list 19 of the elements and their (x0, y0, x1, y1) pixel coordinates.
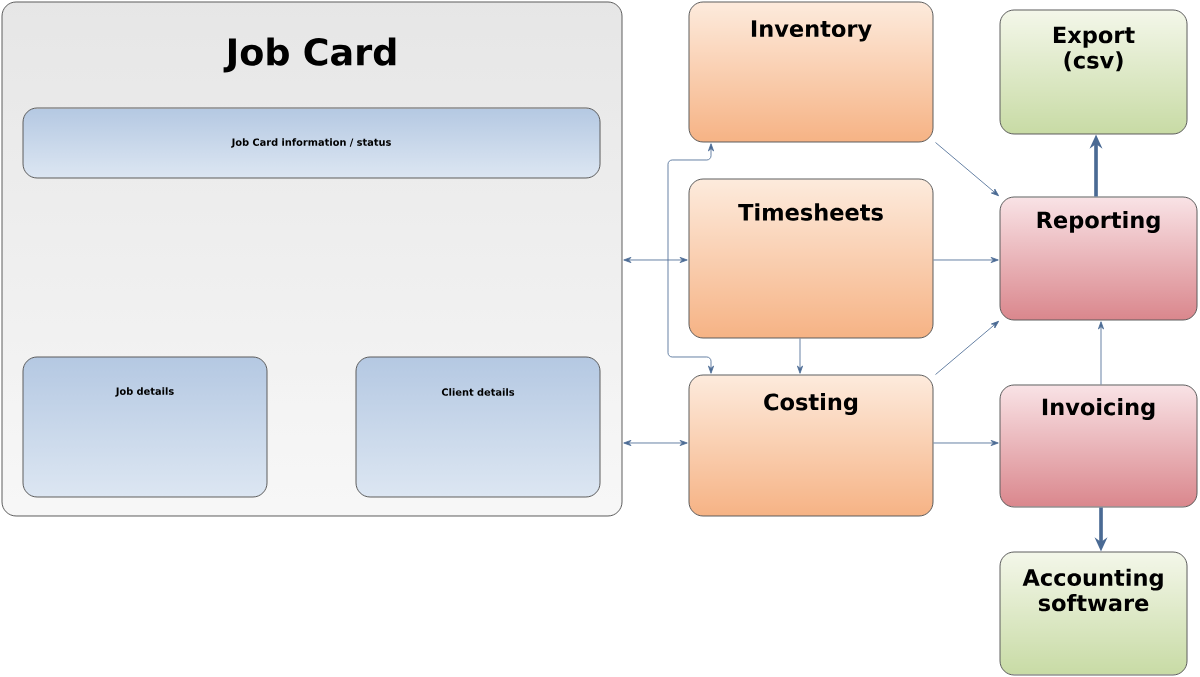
module-box: Costing (688, 374, 934, 517)
arrow (935, 142, 999, 197)
arrow (797, 338, 803, 374)
arrow (933, 440, 999, 446)
arrow (933, 257, 999, 263)
arrow (935, 320, 999, 375)
module-box: Invoicing (999, 384, 1198, 508)
arrow (667, 143, 714, 374)
output-box: Export (csv) (999, 9, 1188, 135)
module-box: Timesheets (688, 178, 934, 339)
module-box: Inventory (688, 1, 934, 143)
arrow (1098, 321, 1104, 385)
output-box: Accounting software (999, 551, 1188, 676)
section-box: Job details (22, 356, 268, 498)
section-box: Client details (355, 356, 601, 498)
arrow (623, 257, 688, 263)
arrow (623, 440, 688, 446)
module-box: Reporting (999, 196, 1198, 321)
section-box: Job Card information / status (22, 107, 601, 179)
